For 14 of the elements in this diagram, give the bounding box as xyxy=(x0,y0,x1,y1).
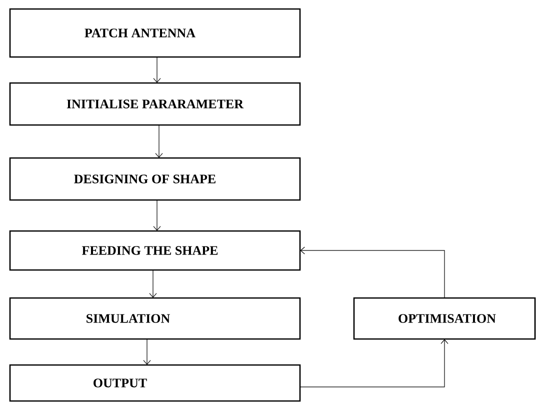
process-box: FEEDING THE SHAPE xyxy=(9,230,301,271)
arrow xyxy=(300,339,448,388)
arrow xyxy=(153,56,161,83)
process-box: SIMULATION xyxy=(9,297,301,340)
arrow xyxy=(300,246,445,298)
process-box: PATCH ANTENNA xyxy=(9,8,301,58)
process-box: DESIGNING OF SHAPE xyxy=(9,157,301,201)
process-box: INITIALISE PARARAMETER xyxy=(9,82,301,126)
arrow xyxy=(143,338,151,365)
arrow xyxy=(149,270,157,298)
arrow xyxy=(153,200,161,231)
arrow xyxy=(155,124,163,158)
process-box: OUTPUT xyxy=(9,364,301,402)
process-box: OPTIMISATION xyxy=(353,297,536,340)
